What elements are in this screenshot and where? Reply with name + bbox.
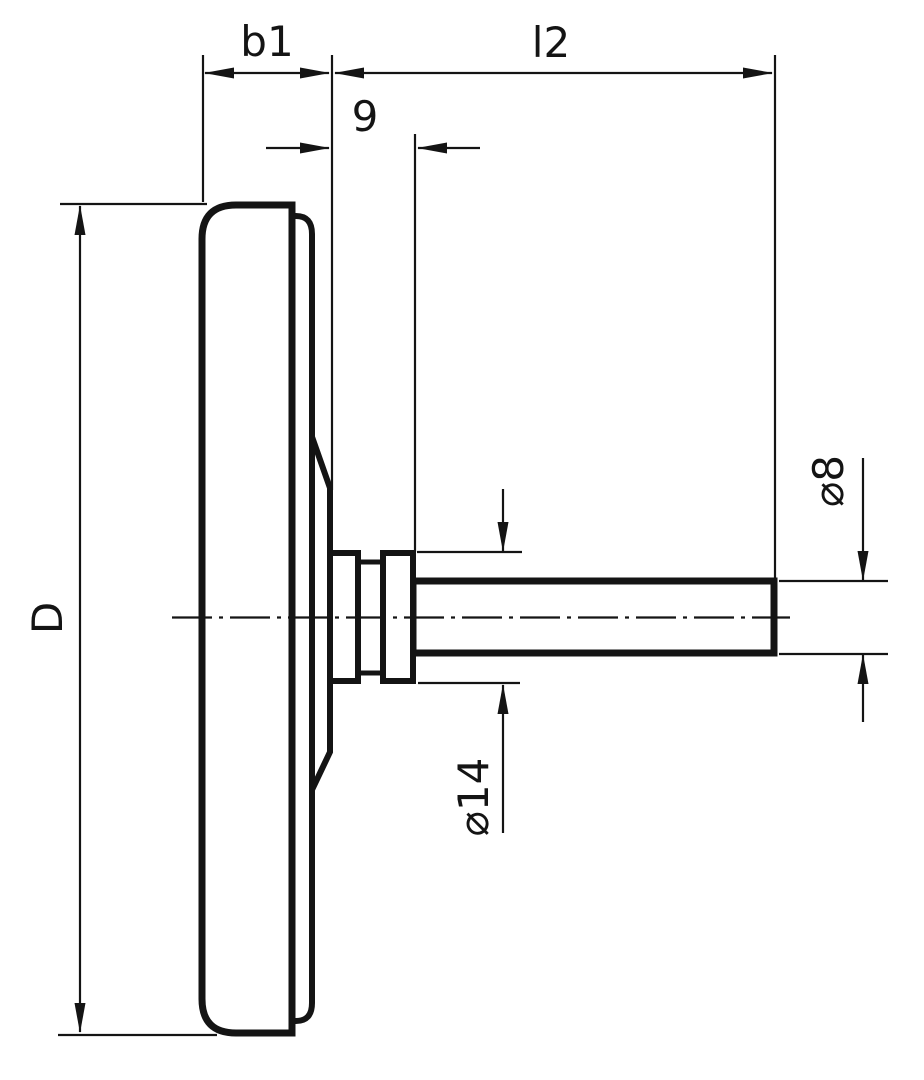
dial-case bbox=[198, 201, 296, 1037]
arrowhead-down bbox=[497, 522, 509, 552]
arrowhead-up bbox=[497, 684, 509, 714]
dimension-label-9: 9 bbox=[352, 92, 379, 141]
arrowhead-up bbox=[857, 654, 869, 684]
thermometer-outline bbox=[172, 201, 790, 1037]
dimension-stem-length: l2 bbox=[334, 18, 777, 580]
arrowhead-left bbox=[204, 67, 234, 79]
dimension-label-D: D bbox=[23, 602, 72, 634]
arrowhead-right bbox=[300, 142, 330, 154]
dimension-label-dia8: ⌀8 bbox=[804, 455, 853, 507]
arrowhead-up bbox=[74, 205, 86, 235]
dimension-label-l2: l2 bbox=[532, 18, 570, 67]
dimension-case-diameter: D bbox=[23, 202, 217, 1037]
dimension-label-b1: b1 bbox=[240, 17, 293, 66]
dimension-collar-diameter: ⌀14 bbox=[417, 489, 522, 836]
arrowhead-right bbox=[300, 67, 330, 79]
dimension-collar-length: 9 bbox=[266, 92, 480, 552]
arrowhead-left bbox=[417, 142, 447, 154]
dimension-case-depth: b1 bbox=[201, 17, 334, 490]
arrowhead-left bbox=[334, 67, 364, 79]
dimension-label-dia14: ⌀14 bbox=[449, 758, 498, 837]
arrowhead-down bbox=[74, 1003, 86, 1033]
arrowhead-down bbox=[857, 551, 869, 581]
dimension-stem-diameter: ⌀8 bbox=[779, 455, 888, 722]
arrowhead-right bbox=[743, 67, 773, 79]
